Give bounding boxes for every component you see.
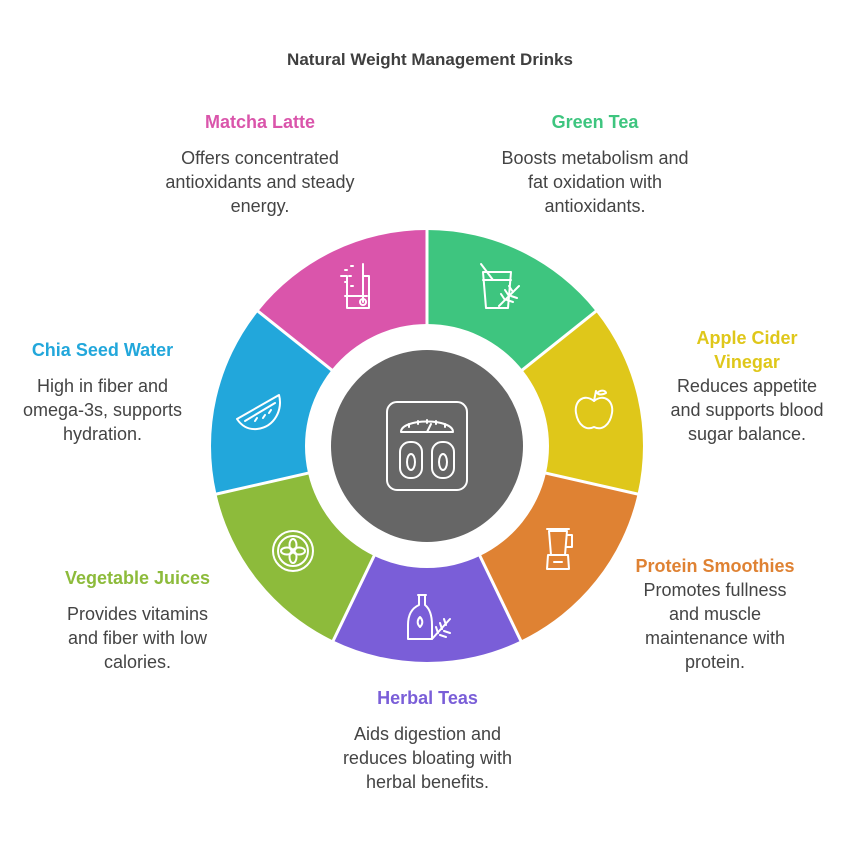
segment-protein-smoothies: Protein Smoothies Promotes fullness and … bbox=[630, 554, 800, 674]
tea-cup-herb-icon bbox=[480, 263, 520, 309]
wheel-segment-apple-cider-vinegar bbox=[522, 311, 643, 495]
segment-title: Herbal Teas bbox=[377, 688, 478, 708]
segment-description: Aids digestion and reduces bloating with… bbox=[342, 724, 513, 792]
wheel-segment-matcha-latte bbox=[258, 230, 427, 370]
segment-description: Reduces appetite and supports blood suga… bbox=[670, 376, 824, 444]
blender-icon bbox=[546, 528, 573, 570]
segment-description: Boosts metabolism and fat oxidation with… bbox=[501, 148, 689, 216]
weighing-scale-icon bbox=[386, 401, 468, 491]
segment-title: Apple Cider Vinegar bbox=[696, 328, 798, 372]
segment-title: Matcha Latte bbox=[204, 112, 316, 132]
wheel-segment-chia-seed-water bbox=[211, 311, 332, 495]
melon-slice-icon bbox=[236, 394, 281, 431]
apple-icon bbox=[574, 389, 614, 430]
cucumber-slice-icon bbox=[272, 530, 314, 572]
segment-description: Promotes fullness and muscle maintenance… bbox=[643, 580, 787, 672]
segment-herbal-teas: Herbal Teas Aids digestion and reduces b… bbox=[340, 686, 515, 794]
segment-title: Protein Smoothies bbox=[635, 556, 795, 576]
segment-vegetable-juices: Vegetable Juices Provides vitamins and f… bbox=[50, 566, 225, 674]
wheel-segment-herbal-teas bbox=[333, 555, 521, 663]
segment-title: Vegetable Juices bbox=[64, 568, 211, 588]
wheel-segment-green-tea bbox=[427, 230, 596, 370]
segment-apple-cider-vinegar: Apple Cider Vinegar Reduces appetite and… bbox=[662, 326, 832, 446]
segment-matcha-latte: Matcha Latte Offers concentrated antioxi… bbox=[165, 110, 355, 218]
center-circle bbox=[331, 350, 523, 542]
segment-divider bbox=[331, 553, 377, 644]
segment-title: Chia Seed Water bbox=[31, 340, 174, 360]
herbal-bottle-icon bbox=[407, 594, 451, 640]
segment-title: Green Tea bbox=[551, 112, 639, 132]
page-title: Natural Weight Management Drinks bbox=[287, 50, 573, 69]
wheel-segment-vegetable-juices bbox=[216, 473, 375, 641]
segment-green-tea: Green Tea Boosts metabolism and fat oxid… bbox=[500, 110, 690, 218]
segment-description: Offers concentrated antioxidants and ste… bbox=[165, 148, 355, 216]
segment-divider bbox=[255, 308, 335, 373]
segment-divider bbox=[477, 553, 523, 644]
segment-chia-seed-water: Chia Seed Water High in fiber and omega-… bbox=[15, 338, 190, 446]
beaker-icon bbox=[340, 263, 370, 309]
wheel-segment-protein-smoothies bbox=[479, 473, 638, 641]
segment-description: High in fiber and omega-3s, supports hyd… bbox=[22, 376, 183, 444]
segment-divider bbox=[543, 471, 640, 496]
segment-divider bbox=[519, 308, 599, 373]
segment-divider bbox=[214, 471, 311, 496]
segment-description: Provides vitamins and fiber with low cal… bbox=[66, 604, 209, 672]
